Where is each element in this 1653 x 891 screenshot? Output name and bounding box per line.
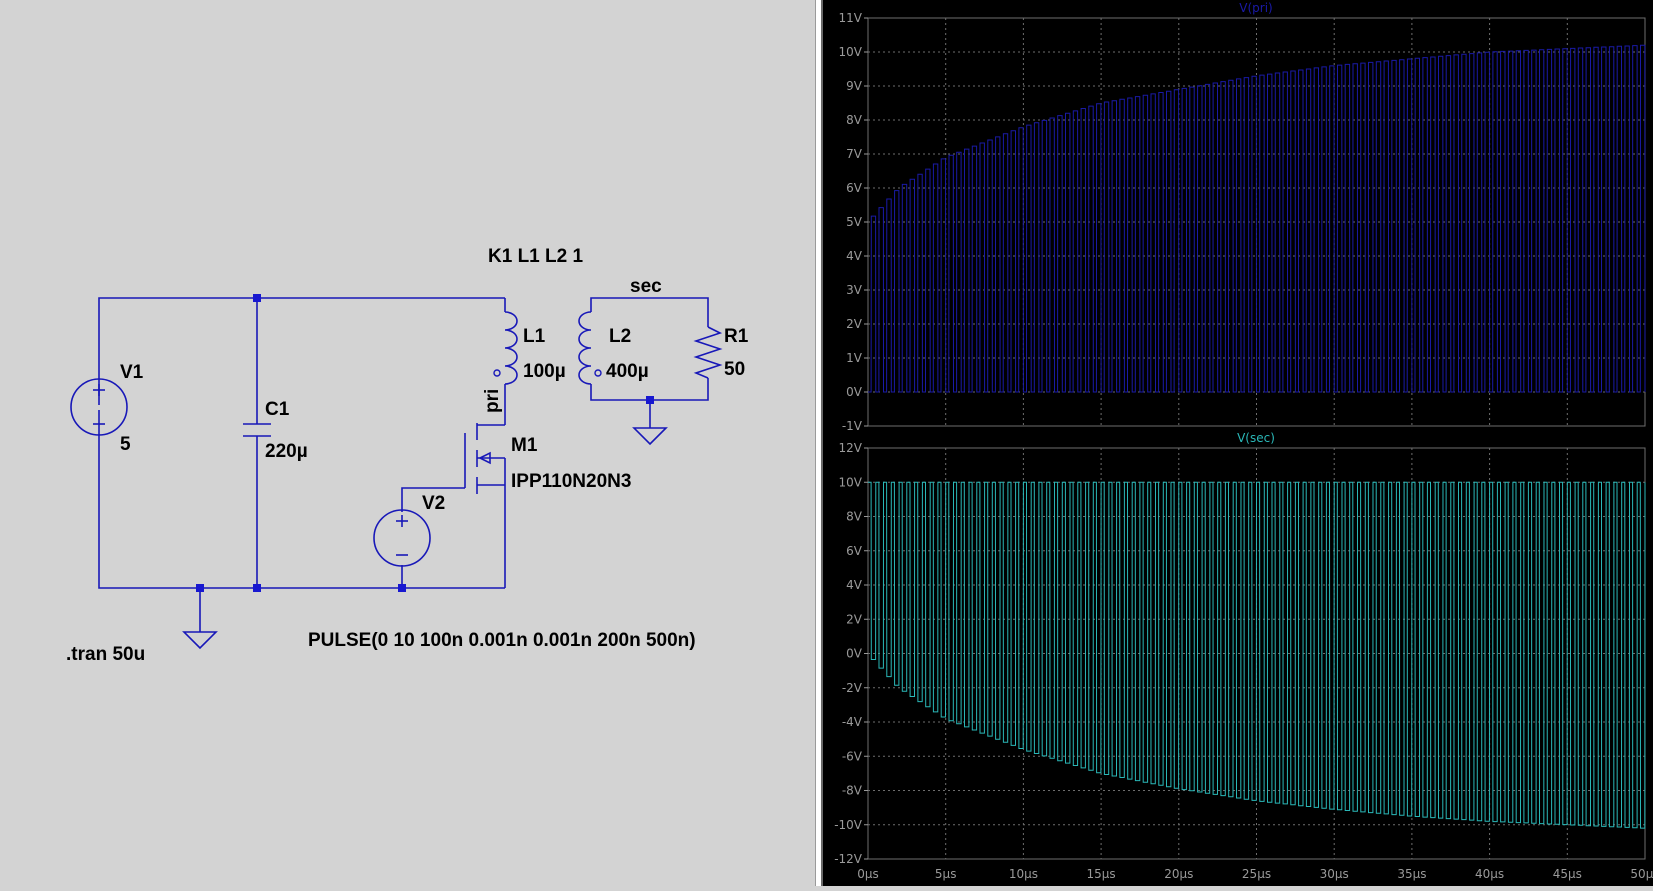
component-v2[interactable]: V2 PULSE(0 10 100n 0.001n 0.001n 200n 50… <box>308 493 696 651</box>
x-tick-label: 45µs <box>1553 867 1582 881</box>
wire-top[interactable] <box>98 297 505 405</box>
x-tick-label: 5µs <box>935 867 957 881</box>
y-tick-labels-sec: 12V 10V 8V 6V 4V 2V 0V -2V -4V -6V -8V -10V -12V <box>834 441 863 866</box>
y-tick-label: 5V <box>846 215 863 229</box>
r1-name-label: R1 <box>724 326 749 347</box>
ground-icon <box>632 427 668 446</box>
wire-bottom[interactable] <box>98 410 505 589</box>
node <box>253 294 261 302</box>
junction-nodes <box>196 294 654 592</box>
x-tick-label: 15µs <box>1087 867 1116 881</box>
voltage-source-icon <box>70 378 128 436</box>
m1-name-label: M1 <box>511 435 538 456</box>
inductor-icon <box>504 311 518 385</box>
l2-name-label: L2 <box>609 326 631 347</box>
v2-name-label: V2 <box>422 493 445 514</box>
y-tick-label: 2V <box>846 317 863 331</box>
l1-value-label: 100µ <box>523 361 566 382</box>
y-tick-label: 4V <box>846 249 863 263</box>
component-c1[interactable]: C1 220µ <box>243 399 308 462</box>
x-tick-label: 0µs <box>857 867 879 881</box>
ground-symbol-1[interactable] <box>182 631 218 650</box>
x-tick-labels: 0µs 5µs 10µs 15µs 20µs 25µs 30µs 35µs 40µs 45µs 50… <box>857 867 1653 881</box>
directive-tran[interactable]: .tran 50u <box>66 644 145 665</box>
x-tick-label: 40µs <box>1475 867 1504 881</box>
v1-value-label: 5 <box>120 434 131 455</box>
waveform-viewer[interactable]: V(pri) 11V 10V 9V 8V 7V 6V 5V 4V 3V 2V 1V 0V -1V V(s… <box>823 0 1653 886</box>
y-tick-label: 11V <box>839 11 863 25</box>
y-tick-label: -1V <box>842 419 863 433</box>
y-tick-label: 1V <box>846 351 863 365</box>
waveform-canvas: V(pri) 11V 10V 9V 8V 7V 6V 5V 4V 3V 2V 1V 0V -1V V(s… <box>834 1 1653 881</box>
polarity-dot-icon <box>594 369 602 377</box>
y-tick-label: 0V <box>846 385 863 399</box>
x-tick-label: 50µs <box>1630 867 1653 881</box>
pane-splitter[interactable] <box>815 0 823 886</box>
r1-value-label: 50 <box>724 359 745 380</box>
x-tick-label: 20µs <box>1164 867 1193 881</box>
y-tick-label: -2V <box>842 681 863 695</box>
schematic-canvas[interactable]: V1 5 C1 220µ L1 100µ L2 400µ R1 50 <box>0 0 815 886</box>
y-tick-label: 2V <box>846 612 863 626</box>
x-tick-label: 35µs <box>1397 867 1426 881</box>
y-tick-label: 3V <box>846 283 863 297</box>
l1-name-label: L1 <box>523 326 546 347</box>
directive-coupling[interactable]: K1 L1 L2 1 <box>488 246 583 267</box>
wires[interactable] <box>98 297 709 632</box>
pane-title-sec[interactable]: V(sec) <box>1237 431 1275 445</box>
net-label-sec[interactable]: sec <box>630 276 662 297</box>
v2-value-label: PULSE(0 10 100n 0.001n 0.001n 200n 500n) <box>308 630 696 651</box>
y-tick-label: -6V <box>842 749 863 763</box>
y-tick-label: -10V <box>834 818 863 832</box>
c1-value-label: 220µ <box>265 441 308 462</box>
schematic-editor[interactable]: V1 5 C1 220µ L1 100µ L2 400µ R1 50 <box>0 0 815 886</box>
y-tick-label: 10V <box>839 45 863 59</box>
trace-v-sec[interactable] <box>868 481 1646 829</box>
plot-pane-pri[interactable]: V(pri) 11V 10V 9V 8V 7V 6V 5V 4V 3V 2V 1V 0V -1V <box>839 1 1646 433</box>
component-l1[interactable]: L1 100µ <box>493 311 566 385</box>
y-tick-label: -4V <box>842 715 863 729</box>
y-tick-label: 10V <box>839 475 863 489</box>
y-tick-label: 6V <box>846 181 863 195</box>
y-tick-label: 4V <box>846 578 863 592</box>
net-label-pri[interactable]: pri <box>482 389 503 413</box>
m1-model-label: IPP110N20N3 <box>511 471 631 492</box>
x-tick-label: 25µs <box>1242 867 1271 881</box>
c1-name-label: C1 <box>265 399 290 420</box>
y-tick-label: 9V <box>846 79 863 93</box>
component-v1[interactable]: V1 5 <box>70 362 144 455</box>
y-tick-label: 12V <box>839 441 863 455</box>
wire-sec-top[interactable] <box>590 297 709 327</box>
y-tick-label: 8V <box>846 113 863 127</box>
node <box>646 396 654 404</box>
node <box>398 584 406 592</box>
inductor-icon <box>578 311 592 385</box>
component-m1[interactable]: M1 IPP110N20N3 <box>464 423 631 494</box>
x-tick-label: 10µs <box>1009 867 1038 881</box>
trace-v-pri[interactable] <box>868 44 1646 393</box>
y-tick-label: -12V <box>834 852 863 866</box>
resistor-icon <box>693 326 723 379</box>
node <box>253 584 261 592</box>
y-tick-labels-pri: 11V 10V 9V 8V 7V 6V 5V 4V 3V 2V 1V 0V -1V <box>839 11 863 433</box>
component-l2[interactable]: L2 400µ <box>578 311 649 385</box>
v1-name-label: V1 <box>120 362 144 383</box>
y-tick-label: -8V <box>842 784 863 798</box>
ground-symbol-2[interactable] <box>632 427 668 446</box>
polarity-dot-icon <box>493 369 501 377</box>
ground-icon <box>182 631 218 650</box>
component-r1[interactable]: R1 50 <box>693 326 749 380</box>
y-tick-label: 0V <box>846 647 863 661</box>
y-tick-label: 6V <box>846 544 863 558</box>
plot-pane-sec[interactable]: V(sec) 12V 10V 8V 6V 4V 2V 0V -2V -4V -6V -8V -10V -… <box>834 431 1646 866</box>
y-tick-label: 8V <box>846 510 863 524</box>
y-tick-label: 7V <box>846 147 863 161</box>
node <box>196 584 204 592</box>
pane-title-pri[interactable]: V(pri) <box>1239 1 1272 15</box>
x-tick-label: 30µs <box>1320 867 1349 881</box>
l2-value-label: 400µ <box>606 361 649 382</box>
wire-v2-gate[interactable] <box>401 487 465 512</box>
voltage-source-icon <box>373 509 431 567</box>
